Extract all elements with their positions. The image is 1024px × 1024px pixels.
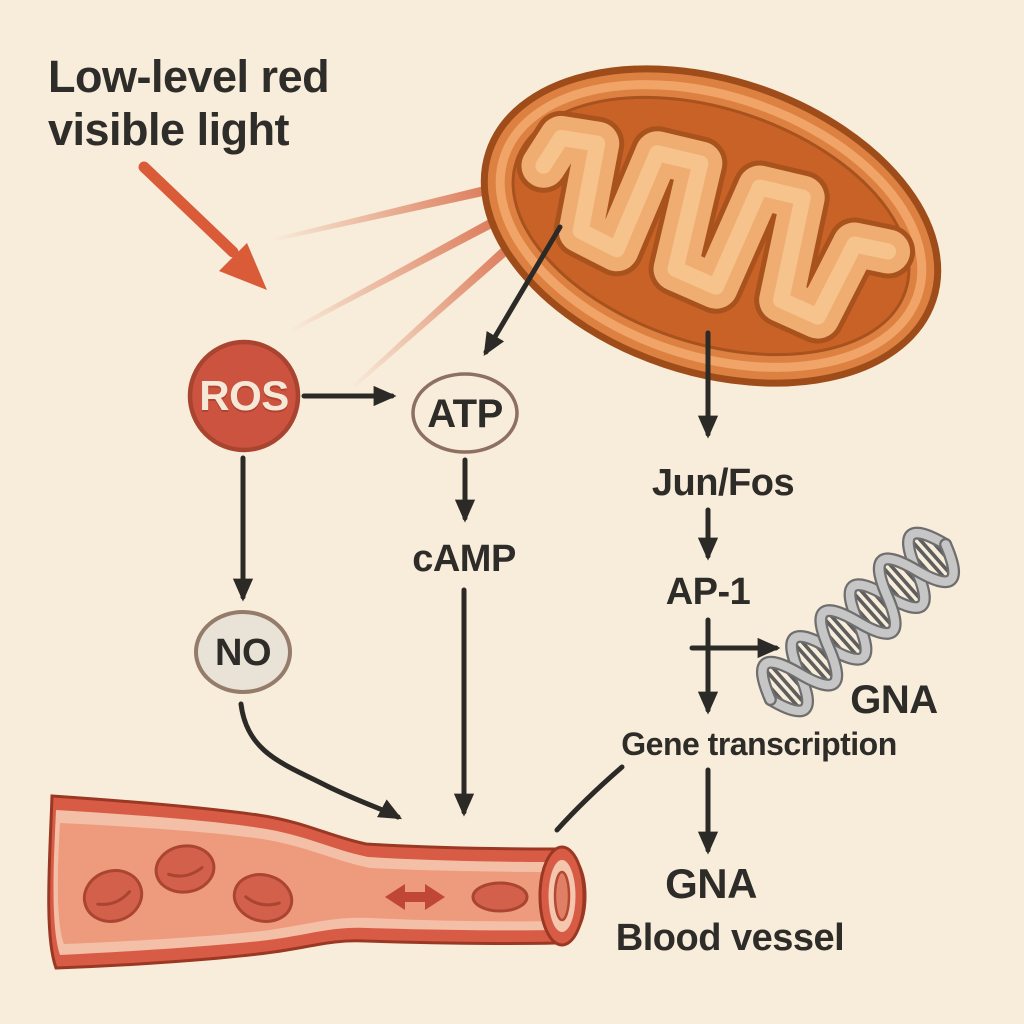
ros-node-label: ROS bbox=[199, 372, 289, 419]
red-light-arrow bbox=[138, 161, 267, 290]
camp-label: cAMP bbox=[412, 538, 516, 580]
page-title: Low-level red visible light bbox=[48, 50, 330, 156]
title-line-2: visible light bbox=[48, 104, 290, 156]
arrow-mito-to-atp bbox=[483, 224, 563, 356]
dna-rungs bbox=[765, 535, 951, 709]
dna-gna-label: GNA bbox=[850, 678, 938, 722]
arrow-no-to-vessel bbox=[238, 701, 403, 820]
dna-helix-illustration bbox=[755, 526, 961, 718]
blood-vessel-label: Blood vessel bbox=[615, 917, 845, 959]
gene-transcription-label: Gene transcription bbox=[621, 726, 897, 762]
outcome-gna-label: GNA bbox=[665, 860, 757, 907]
line-gene-to-vessel bbox=[554, 764, 625, 833]
light-ray bbox=[350, 210, 549, 390]
atp-node bbox=[411, 372, 519, 454]
red-blood-cell bbox=[232, 873, 294, 923]
light-ray bbox=[271, 172, 542, 242]
cristae bbox=[516, 110, 916, 344]
no-node bbox=[194, 610, 292, 694]
atp-node-label: ATP bbox=[427, 392, 503, 436]
ros-node bbox=[187, 339, 301, 453]
red-blood-cell bbox=[471, 881, 529, 913]
no-node-label: NO bbox=[215, 632, 272, 674]
pathway-arrows bbox=[232, 224, 781, 855]
vasodilation-double-arrow bbox=[385, 884, 445, 910]
ap1-label: AP-1 bbox=[665, 571, 751, 613]
mitochondrion-illustration bbox=[480, 65, 942, 387]
red-blood-cell bbox=[82, 869, 144, 923]
light-ray bbox=[289, 191, 545, 333]
dna-strand bbox=[758, 540, 958, 704]
title-line-1: Low-level red bbox=[48, 51, 330, 102]
red-blood-cell bbox=[154, 844, 216, 894]
light-rays bbox=[271, 172, 549, 390]
jun-fos-label: Jun/Fos bbox=[651, 462, 795, 504]
vessel-open-end bbox=[538, 845, 586, 947]
blood-vessel-illustration bbox=[47, 794, 587, 970]
